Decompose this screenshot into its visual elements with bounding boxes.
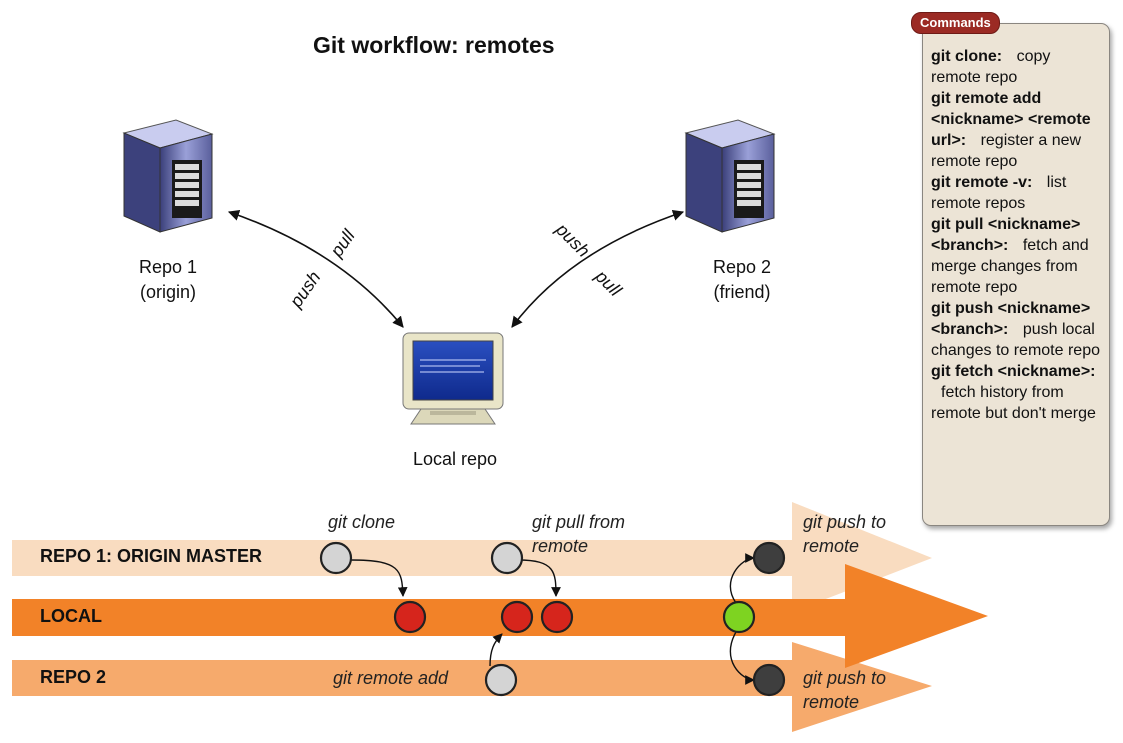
repo2-name: Repo 2 bbox=[712, 257, 772, 277]
lane-label-repo1: REPO 1: ORIGIN MASTER bbox=[40, 546, 263, 566]
command-name: git remote add <nickname> <remote url>: bbox=[931, 90, 1091, 149]
commit-local-d bbox=[722, 600, 756, 634]
command-name: git fetch <nickname>: bbox=[931, 363, 1096, 380]
command-desc: register a new remote repo bbox=[931, 132, 1082, 170]
edge-pull bbox=[517, 559, 561, 597]
repo2-label: Repo 2 (friend) bbox=[692, 255, 792, 305]
commit-local-b bbox=[500, 600, 534, 634]
command-item: git remote -v: list remote repos bbox=[931, 172, 1103, 214]
command-item: git pull <nickname> <branch>: fetch and … bbox=[931, 214, 1103, 298]
commit-local-c bbox=[540, 600, 574, 634]
commit-repo1-b bbox=[490, 541, 524, 575]
arrow-local-repo2 bbox=[511, 209, 685, 328]
edge-clone bbox=[350, 559, 408, 597]
commit-repo1-a bbox=[319, 541, 353, 575]
commands-header: Commands bbox=[911, 12, 1000, 34]
repo1-name: Repo 1 bbox=[138, 257, 198, 277]
command-desc: copy remote repo bbox=[931, 48, 1051, 86]
edge-push-repo2 bbox=[729, 631, 755, 685]
lane-arrow-repo1 bbox=[12, 502, 932, 612]
repo1-label: Repo 1 (origin) bbox=[118, 255, 218, 305]
command-name: git pull <nickname> <branch>: bbox=[931, 216, 1081, 254]
command-desc: list remote repos bbox=[931, 174, 1067, 212]
diagram-title: Git workflow: remotes bbox=[313, 32, 555, 58]
commit-repo2-b bbox=[752, 663, 786, 697]
commit-repo1-c bbox=[752, 541, 786, 575]
command-name: git clone: bbox=[931, 48, 1003, 65]
server-icon-repo1 bbox=[122, 119, 214, 233]
commit-repo2-a bbox=[484, 663, 518, 697]
arrow-local-repo1 bbox=[227, 209, 404, 328]
repo1-sub: (origin) bbox=[139, 282, 196, 302]
server-icon-repo2 bbox=[684, 119, 776, 233]
commit-local-a bbox=[393, 600, 427, 634]
command-desc: fetch history from remote but don't merg… bbox=[931, 384, 1096, 422]
repo2-sub: (friend) bbox=[713, 282, 771, 302]
lane-label-local: LOCAL bbox=[40, 606, 102, 626]
lane-arrow-local bbox=[12, 564, 988, 668]
monitor-icon-local bbox=[402, 332, 504, 425]
annotation-clone: git clone bbox=[328, 512, 396, 532]
annotation-pull-from-remote: git pull from remote bbox=[532, 512, 626, 556]
command-item: git push <nickname> <branch>: push local… bbox=[931, 298, 1103, 361]
commands-panel: git clone: copy remote repo git remote a… bbox=[922, 23, 1110, 526]
local-label: Local repo bbox=[412, 449, 498, 469]
command-item: git clone: copy remote repo bbox=[931, 46, 1103, 88]
annotation-remote-add: git remote add bbox=[333, 668, 449, 688]
command-name: git remote -v: bbox=[931, 174, 1033, 191]
lane-label-repo2: REPO 2 bbox=[40, 667, 107, 687]
command-name: git push <nickname> <branch>: bbox=[931, 300, 1091, 338]
command-item: git remote add <nickname> <remote url>: … bbox=[931, 88, 1103, 172]
annotation-push-to-remote-2: git push to remote bbox=[803, 668, 887, 712]
annotation-push-to-remote-1: git push to remote bbox=[803, 512, 887, 556]
edge-push-repo1 bbox=[729, 553, 755, 604]
command-desc: push local changes to remote repo bbox=[931, 321, 1100, 359]
lane-arrow-repo2 bbox=[12, 642, 932, 732]
edge-remote-add bbox=[489, 633, 503, 667]
command-desc: fetch and merge changes from remote repo bbox=[931, 237, 1089, 296]
command-item: git fetch <nickname>: fetch history from… bbox=[931, 361, 1103, 424]
